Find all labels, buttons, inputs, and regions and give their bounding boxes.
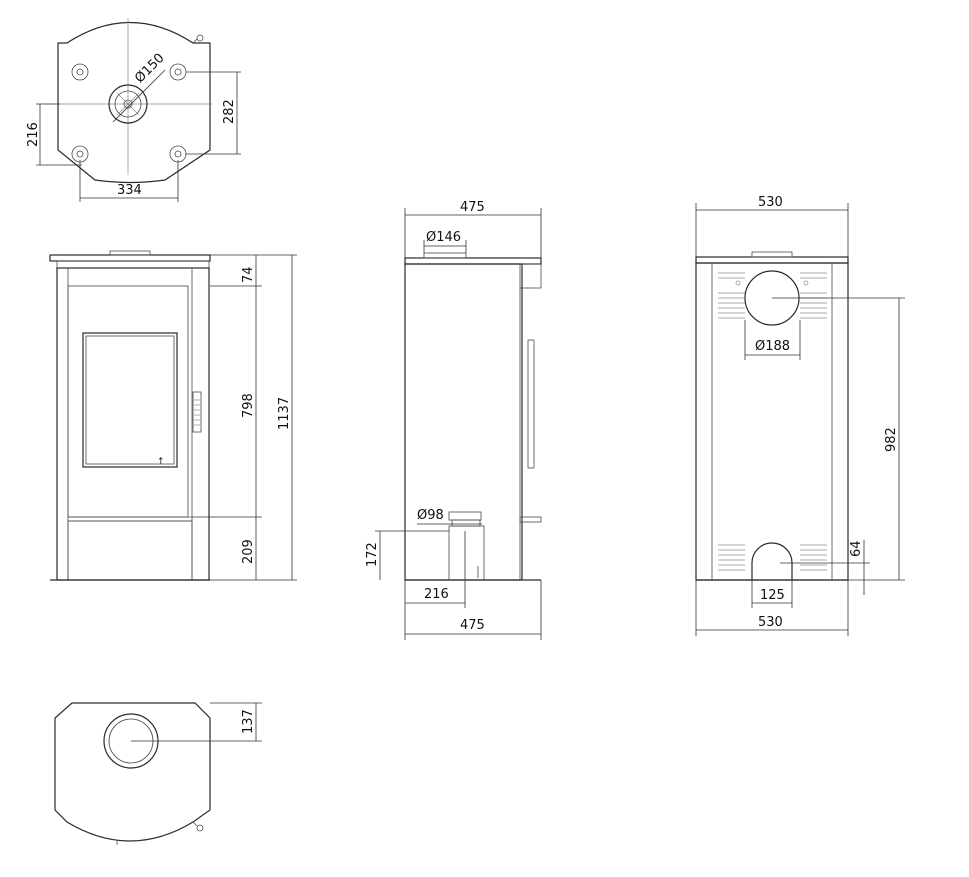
door-handle: [192, 391, 202, 433]
front-glass: [82, 332, 178, 468]
dim-line-dia150: [112, 69, 166, 123]
dim-back-flue-height: 982: [884, 427, 899, 452]
back-view: 530 Ø188 982 64 125 530: [695, 195, 905, 636]
front-view: ↑ 74 798 209 1137: [49, 250, 297, 581]
side-top-plate: [404, 257, 542, 265]
dim-front-mid: 798: [241, 393, 256, 418]
bottom-handle-knob: [116, 821, 204, 845]
back-upper-vents: [718, 272, 827, 319]
door-arrow: ↑: [157, 457, 165, 467]
dim-side-top-width: 475: [460, 200, 485, 215]
dim-side-air-offset: 216: [424, 587, 449, 602]
foot-top-right: [169, 63, 187, 81]
side-air-inlet: [448, 511, 485, 581]
back-air-inlet: [751, 542, 793, 580]
back-top-plate: [695, 256, 849, 264]
dim-side-air-height: 172: [365, 542, 380, 567]
foot-bottom-right: [169, 145, 187, 163]
dim-back-air-height: 64: [849, 540, 864, 557]
top-handle-knob: [192, 34, 204, 44]
dim-side-flue-dia: Ø146: [426, 230, 461, 245]
dim-back-bottom-width: 530: [758, 615, 783, 630]
dim-side-bottom-width: 475: [460, 618, 485, 633]
side-door-handle: [527, 339, 535, 469]
dim-back-top-width: 530: [758, 195, 783, 210]
dim-front-total: 1137: [277, 397, 292, 430]
bottom-view: 137: [54, 702, 262, 845]
dim-top-flue-dia: Ø150: [132, 51, 167, 86]
dim-front-bottom: 209: [241, 539, 256, 564]
foot-bottom-left: [71, 145, 89, 163]
dim-back-air-width: 125: [760, 588, 785, 603]
dim-back-flue-dia: Ø188: [755, 339, 790, 354]
dim-top-depth-between: 282: [222, 99, 237, 124]
front-body: [56, 267, 210, 581]
top-view-outline: [57, 21, 211, 184]
dim-front-top: 74: [241, 266, 256, 283]
back-lower-vents: [718, 544, 827, 571]
foot-top-left: [71, 63, 89, 81]
dim-top-width-between: 334: [117, 183, 142, 198]
dim-top-depth-offset: 216: [26, 122, 41, 147]
bottom-view-outline: [54, 702, 211, 842]
dim-bottom-offset: 137: [241, 709, 256, 734]
front-top-plate: [49, 254, 211, 262]
top-view: Ø150 216 334 282: [26, 18, 241, 202]
front-plinth: [67, 520, 193, 581]
side-body: [404, 263, 523, 581]
dim-side-air-dia: Ø98: [417, 508, 444, 523]
back-body: [695, 262, 849, 581]
top-flue-collar: [108, 84, 148, 124]
side-view: 475 Ø146 Ø98 172 216 475: [365, 200, 542, 640]
